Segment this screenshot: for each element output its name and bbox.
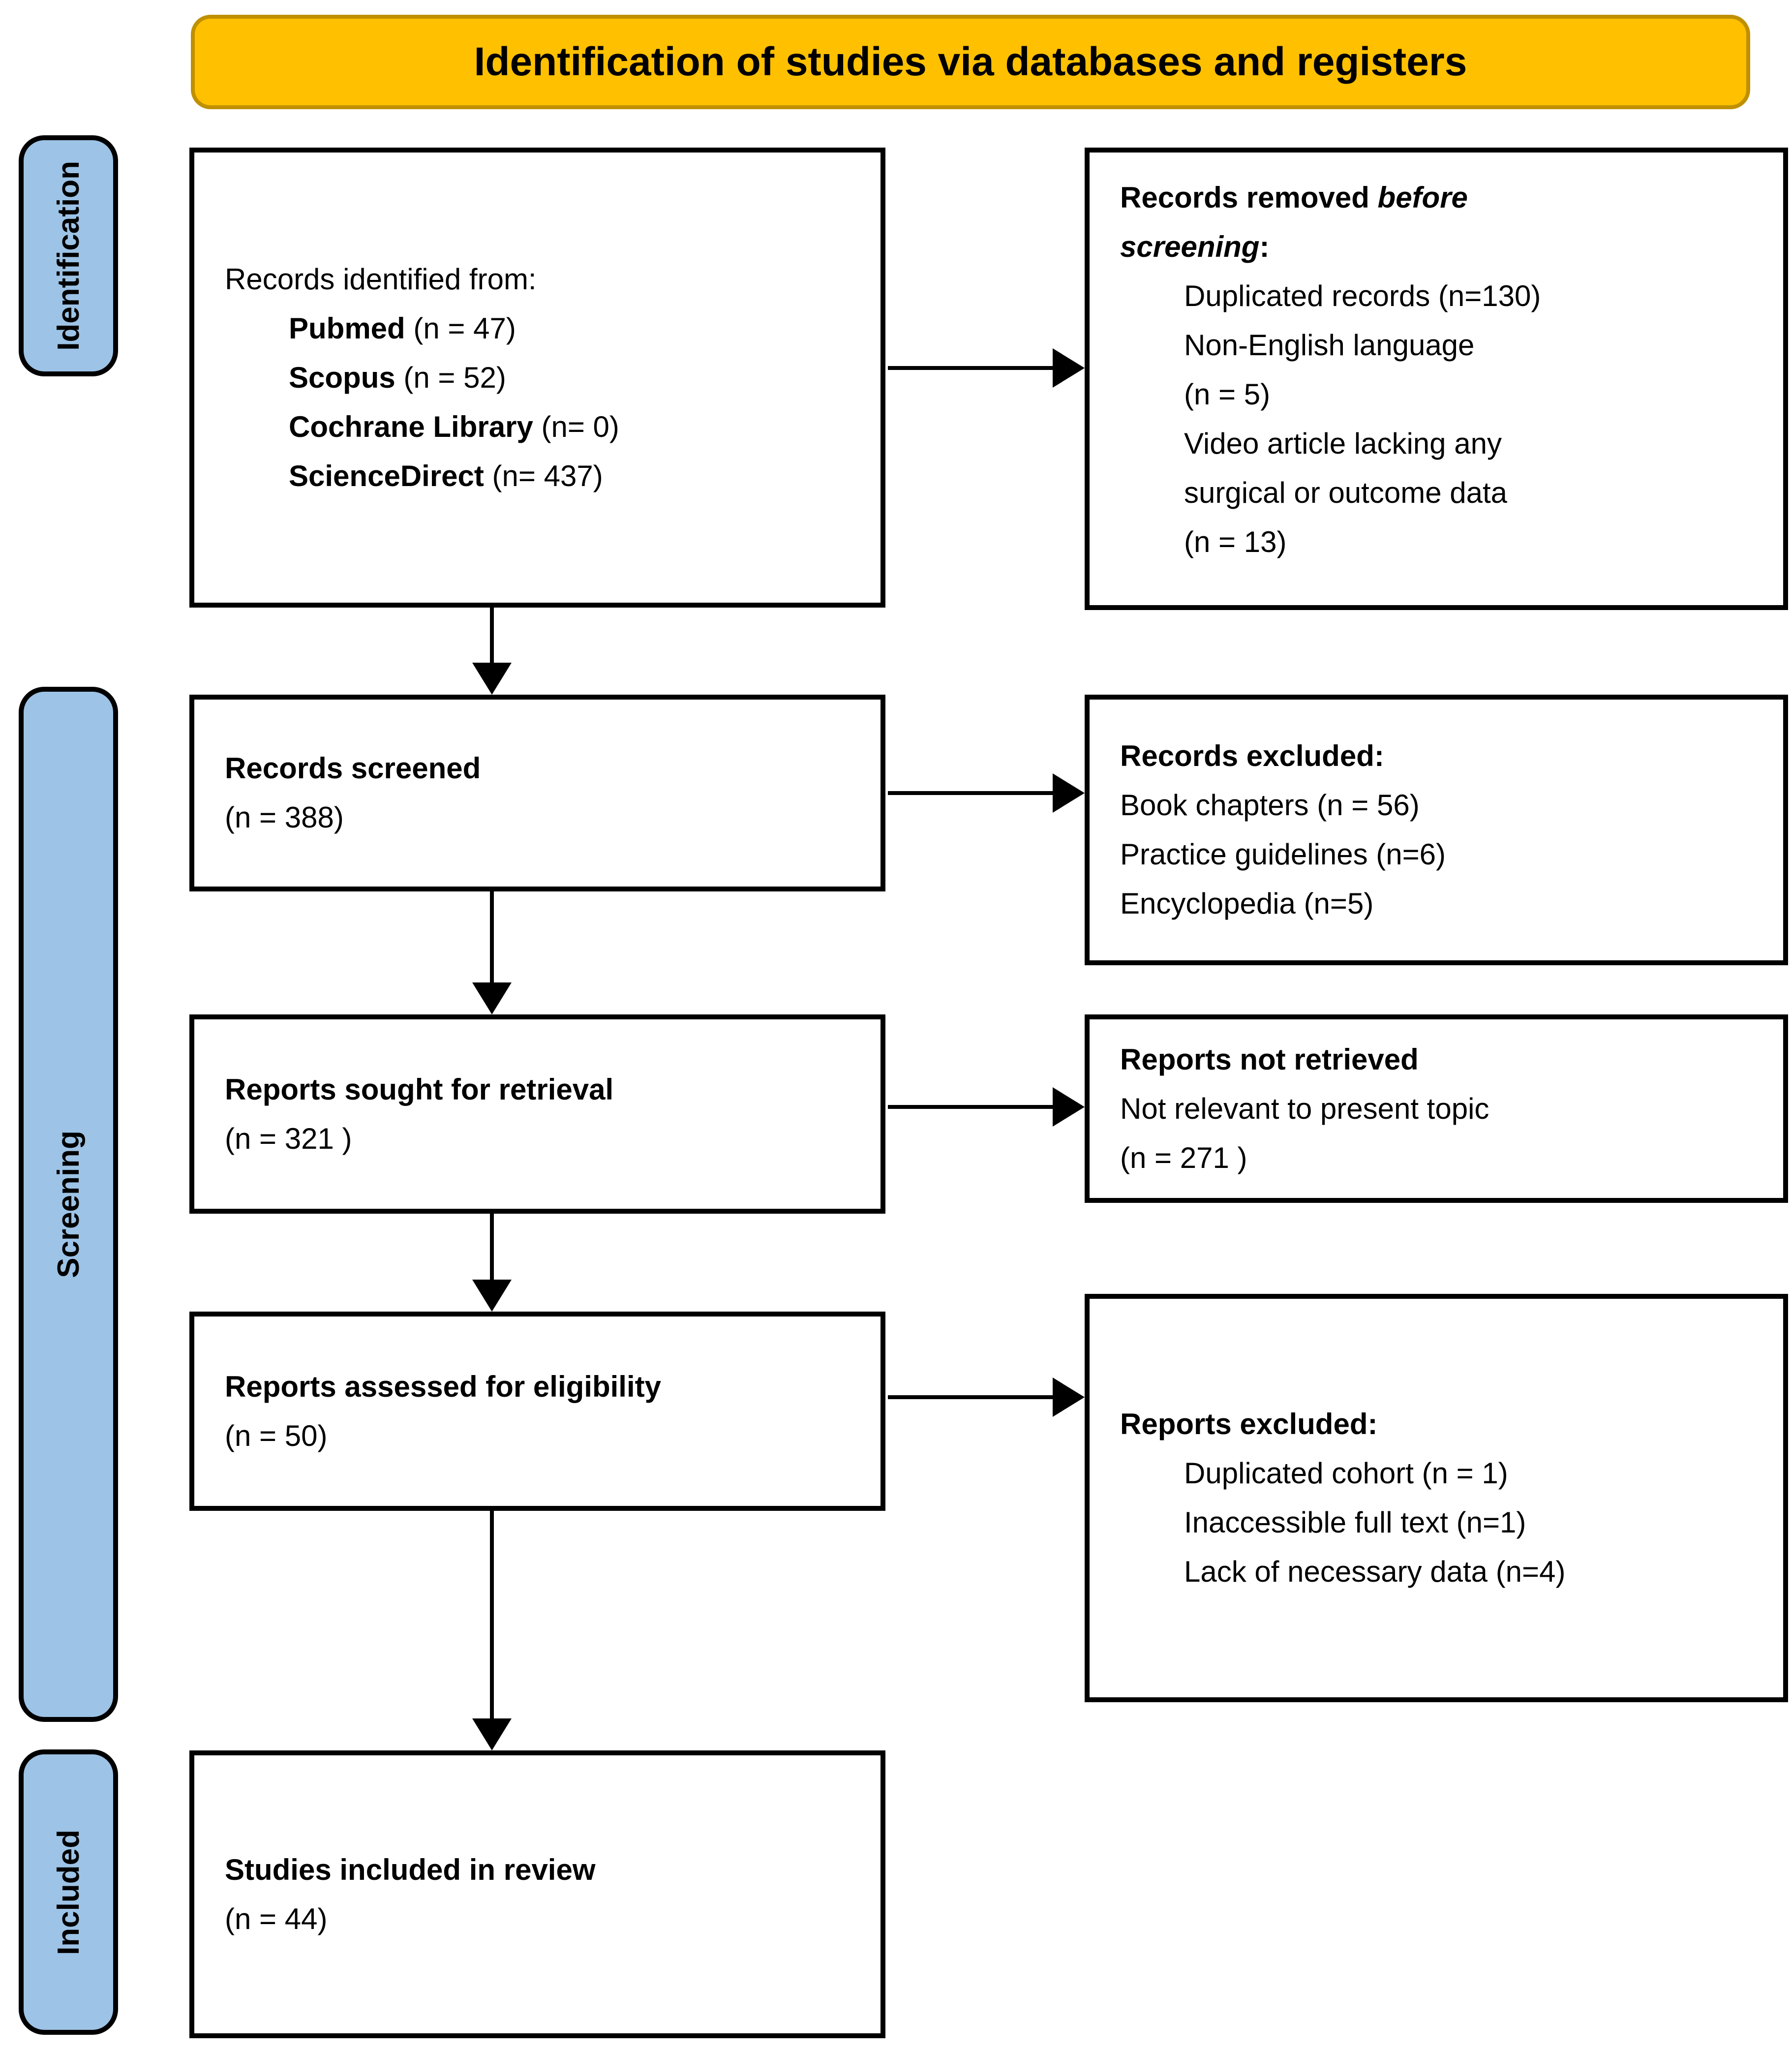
records-removed-line: Non-English language (1184, 329, 1475, 362)
records-removed-line: (n = 5) (1184, 378, 1271, 411)
reports-excluded-line: Duplicated cohort (n = 1) (1184, 1457, 1508, 1490)
records-excluded-line: Book chapters (n = 56) (1120, 789, 1420, 822)
arrow-assessed-to-included-line (490, 1511, 494, 1718)
reports-not-retrieved-title: Reports not retrieved (1120, 1042, 1419, 1076)
arrow-assessed-to-included-head (472, 1718, 512, 1750)
records-screened-count: (n = 388) (225, 801, 344, 834)
studies-included-count: (n = 44) (225, 1902, 328, 1935)
box-records-excluded: Records excluded: Book chapters (n = 56)… (1085, 695, 1788, 965)
box-records-identified: Records identified from: Pubmed (n = 47)… (189, 148, 885, 608)
stage-label-screening: Screening (19, 687, 118, 1722)
box-reports-assessed: Reports assessed for eligibility (n = 50… (189, 1312, 885, 1511)
box-studies-included: Studies included in review (n = 44) (189, 1750, 885, 2038)
box-reports-excluded: Reports excluded: Duplicated cohort (n =… (1085, 1294, 1788, 1702)
arrow-screened-to-sought-line (490, 891, 494, 982)
arrow-sought-to-notretrieved-head (1053, 1087, 1085, 1127)
stage-label-screening-text: Screening (51, 1131, 86, 1278)
box-records-screened: Records screened (n = 388) (189, 695, 885, 891)
records-removed-line: surgical or outcome data (1184, 476, 1508, 509)
arrow-screened-to-sought-head (472, 982, 512, 1014)
records-removed-heading: Records removed before screening: (1120, 181, 1468, 263)
box-reports-not-retrieved: Reports not retrieved Not relevant to pr… (1085, 1014, 1788, 1203)
reports-excluded-line: Lack of necessary data (n=4) (1184, 1555, 1566, 1588)
reports-assessed-title: Reports assessed for eligibility (225, 1370, 661, 1403)
reports-excluded-line: Inaccessible full text (n=1) (1184, 1506, 1526, 1539)
records-identified-item: Cochrane Library (n= 0) (289, 410, 619, 443)
reports-not-retrieved-reason: Not relevant to present topic (1120, 1092, 1489, 1125)
records-screened-title: Records screened (225, 752, 481, 785)
records-identified-item: ScienceDirect (n= 437) (289, 459, 603, 492)
reports-sought-count: (n = 321 ) (225, 1122, 352, 1155)
arrow-assessed-to-excluded-head (1053, 1378, 1085, 1417)
stage-label-included-text: Included (51, 1829, 86, 1955)
records-identified-intro: Records identified from: (225, 262, 537, 296)
records-identified-item: Scopus (n = 52) (289, 361, 506, 394)
box-reports-sought: Reports sought for retrieval (n = 321 ) (189, 1014, 885, 1214)
records-removed-line: (n = 13) (1184, 525, 1287, 558)
arrow-identified-to-screened-head (472, 663, 512, 695)
arrow-sought-to-assessed-head (472, 1280, 512, 1312)
box-records-removed: Records removed before screening: Duplic… (1085, 148, 1788, 610)
arrow-identified-to-screened-line (490, 608, 494, 665)
records-identified-item: Pubmed (n = 47) (289, 311, 516, 345)
studies-included-title: Studies included in review (225, 1853, 596, 1886)
records-excluded-title: Records excluded: (1120, 739, 1384, 772)
reports-excluded-title: Reports excluded: (1120, 1408, 1378, 1440)
arrow-identified-to-removed-line (888, 366, 1055, 370)
stage-label-identification: Identification (19, 135, 118, 376)
arrow-identified-to-removed-head (1053, 348, 1085, 388)
arrow-screened-to-excluded-line (888, 791, 1055, 795)
arrow-sought-to-notretrieved-line (888, 1105, 1055, 1109)
banner-title: Identification of studies via databases … (191, 15, 1750, 109)
stage-label-included: Included (19, 1749, 118, 2035)
records-removed-line: Video article lacking any (1184, 427, 1502, 460)
arrow-assessed-to-excluded-line (888, 1395, 1055, 1399)
stage-label-identification-text: Identification (51, 161, 86, 351)
records-excluded-line: Practice guidelines (n=6) (1120, 838, 1446, 871)
reports-not-retrieved-count: (n = 271 ) (1120, 1141, 1247, 1174)
records-excluded-line: Encyclopedia (n=5) (1120, 887, 1374, 920)
arrow-screened-to-excluded-head (1053, 773, 1085, 813)
reports-sought-title: Reports sought for retrieval (225, 1072, 614, 1106)
reports-assessed-count: (n = 50) (225, 1419, 328, 1452)
arrow-sought-to-assessed-line (490, 1214, 494, 1280)
records-removed-line: Duplicated records (n=130) (1184, 279, 1541, 312)
